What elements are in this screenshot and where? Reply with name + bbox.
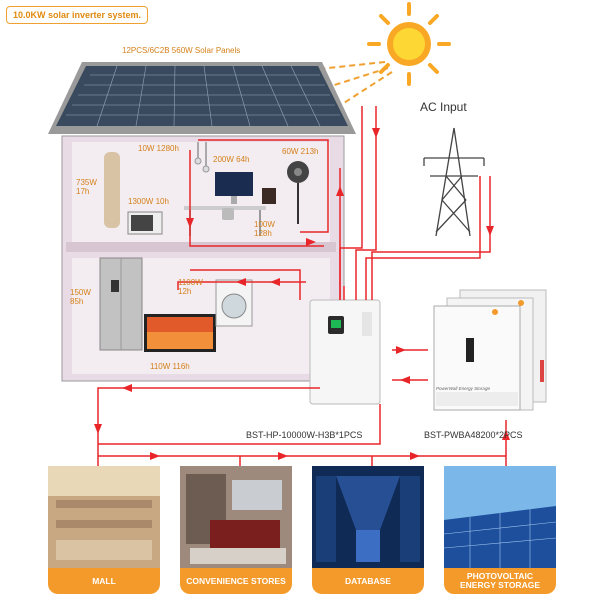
card-database: DATABASE xyxy=(312,466,424,594)
printer-load-label: 100W 128h xyxy=(254,220,275,238)
sun-icon xyxy=(367,2,451,86)
washer-load-label: 1100W 12h xyxy=(178,278,203,296)
battery-model-label: BST-PWBA48200*2PCS xyxy=(424,430,523,440)
system-title: 10.0KW solar inverter system. xyxy=(6,6,149,24)
ac-input-label: AC Input xyxy=(420,100,467,114)
battery-brand-label: PowerWall Energy Storage xyxy=(436,386,490,391)
card-database-picture xyxy=(312,466,424,568)
card-caption: PHOTOVOLTAIC ENERGY STORAGE xyxy=(444,568,556,594)
card-mall: MALL xyxy=(48,466,160,594)
card-mall-picture xyxy=(48,466,160,568)
card-pv-picture xyxy=(443,466,557,568)
tv-load-label: 110W 116h xyxy=(150,362,190,371)
card-caption: MALL xyxy=(48,568,160,594)
wiring xyxy=(97,106,507,466)
monitor-load-label: 200W 64h xyxy=(213,155,250,164)
inverter-device xyxy=(309,299,381,405)
appliances-upper-floor xyxy=(104,142,309,236)
card-caption: DATABASE xyxy=(312,568,424,594)
card-store-picture xyxy=(180,466,292,568)
fan-load-label: 60W 213h xyxy=(282,147,319,156)
power-pylon-icon xyxy=(423,127,485,237)
inverter-model-label: BST-HP-10000W-H3B*1PCS xyxy=(246,430,363,440)
fridge-load-label: 150W 85h xyxy=(70,288,91,306)
flow-arrows xyxy=(94,128,510,460)
heater-load-label: 735W 17h xyxy=(76,178,97,196)
microwave-load-label: 1300W 10h xyxy=(128,197,169,206)
lamp-load-label: 10W 1280h xyxy=(138,144,179,153)
card-caption: CONVENIENCE STORES xyxy=(180,568,292,594)
panels-label: 12PCS/6C2B 560W Solar Panels xyxy=(122,46,241,55)
battery-units xyxy=(433,289,547,411)
card-photovoltaic-storage: PHOTOVOLTAIC ENERGY STORAGE xyxy=(444,466,556,594)
card-convenience-stores: CONVENIENCE STORES xyxy=(180,466,292,594)
appliances-lower-floor xyxy=(99,257,253,352)
